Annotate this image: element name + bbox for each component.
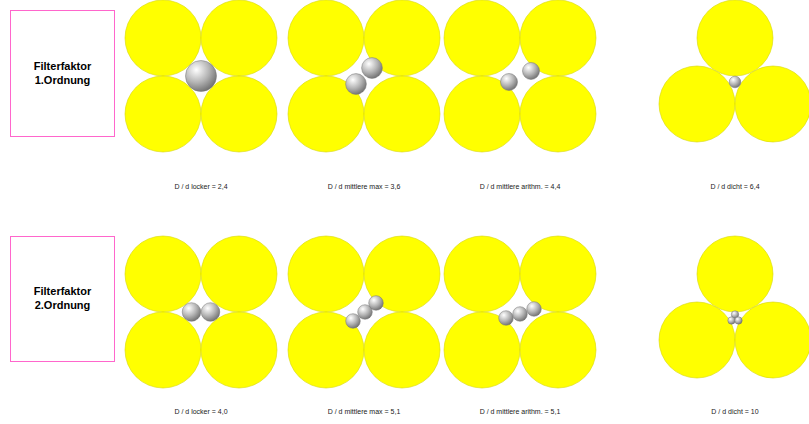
grain-cluster: [444, 236, 596, 388]
grain-cluster: [125, 236, 277, 388]
ratio-label: D / d mittlere max = 3,6: [327, 183, 402, 190]
fine-particles: [186, 58, 741, 95]
box-title: Filterfaktor 1.Ordnung: [11, 60, 114, 88]
title-box: Filterfaktor 2.Ordnung: [10, 236, 115, 362]
title-box: Filterfaktor 1.Ordnung: [10, 10, 115, 137]
grain-cluster: [659, 0, 809, 142]
box-title: Filterfaktor 2.Ordnung: [11, 285, 114, 313]
grain-cluster: [288, 236, 440, 388]
fine-particles: [182, 296, 742, 329]
ratio-label: D / d mittlere arithm. = 5,1: [479, 408, 562, 415]
ratio-label: D / d dicht = 10: [710, 408, 759, 415]
grain-cluster: [659, 236, 809, 378]
grain-cluster: [125, 0, 277, 152]
grain-cluster: [288, 0, 440, 152]
grain-cluster: [444, 0, 596, 152]
ratio-label: D / d locker = 4,0: [173, 408, 228, 415]
ratio-label: D / d mittlere arithm. = 4,4: [479, 183, 562, 190]
ratio-label: D / d locker = 2,4: [173, 183, 228, 190]
ratio-label: D / d mittlere max = 5,1: [327, 408, 402, 415]
ratio-label: D / d dicht = 6,4: [709, 183, 760, 190]
